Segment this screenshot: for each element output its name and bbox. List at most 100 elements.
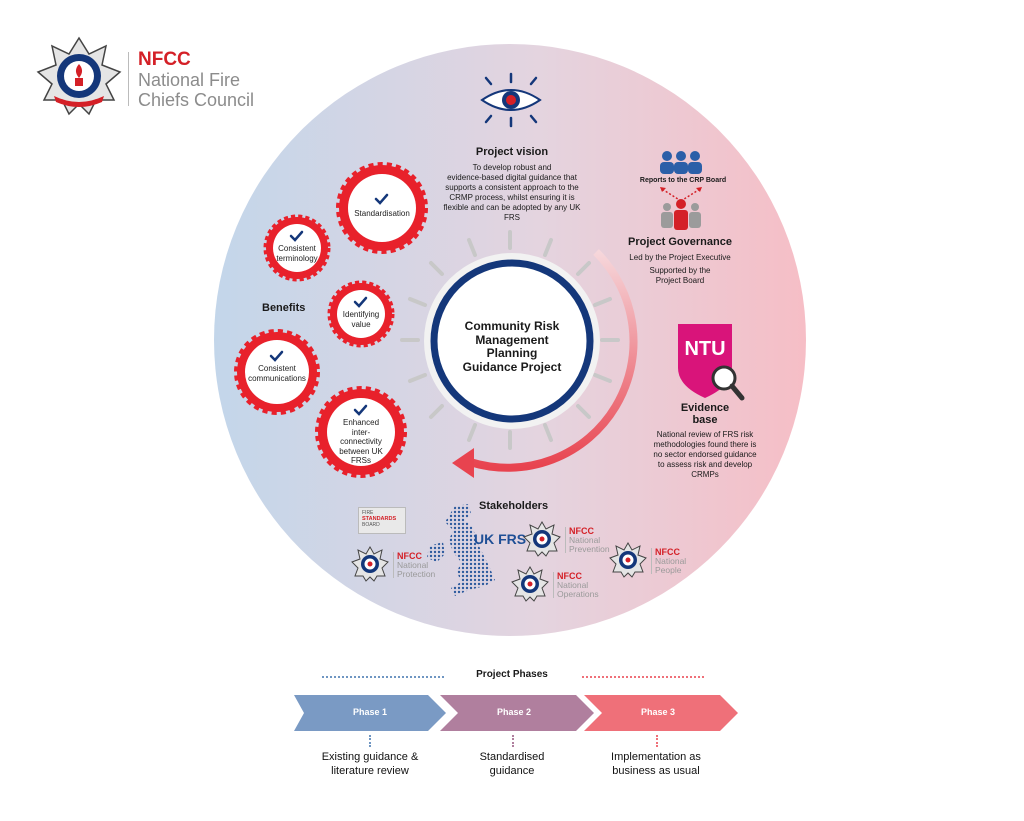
benefit-label-line: Identifying: [342, 310, 380, 319]
evidence-base: Evidence base National review of FRS ris…: [634, 402, 776, 480]
uk-map-icon: [427, 504, 495, 596]
org-abbr: NFCC: [655, 547, 680, 557]
phases-title: Project Phases: [476, 669, 548, 680]
fsb-line: BOARD: [362, 522, 380, 528]
nfcc-crest-icon: [609, 542, 647, 578]
vision-text-line: evidence-based digital guidance that: [447, 173, 577, 182]
evidence-text-line: methodologies found there is: [653, 440, 757, 449]
phase-1-chevron: [294, 695, 446, 731]
governance-text-line: Project Board: [655, 276, 705, 285]
phase-1-label: Phase 1: [352, 707, 388, 717]
benefit-label: Consistent terminology: [272, 244, 322, 263]
evidence-text-line: to assess risk and develop: [657, 460, 753, 469]
benefit-label-line: FRSs: [351, 456, 371, 465]
logo-divider: [128, 52, 129, 106]
cycle-arrow-head: [452, 448, 474, 478]
benefit-label: Standardisation: [354, 209, 410, 218]
benefit-label-line: Consistent: [258, 364, 296, 373]
phase-3-connector: [656, 735, 658, 747]
evidence-text-line: no sector endorsed guidance: [653, 450, 757, 459]
org-abbr: NFCC: [569, 526, 594, 536]
center-title-line: Community Risk: [464, 319, 560, 333]
board-group-icon: [660, 151, 702, 174]
phase-3-label: Phase 3: [640, 707, 676, 717]
benefit-label-line: between UK: [339, 446, 383, 456]
org-name-line: Prevention: [569, 544, 610, 554]
nfcc-logo-text: NFCC National Fire Chiefs Council: [138, 49, 255, 111]
org-name-line: National: [655, 556, 687, 566]
phase-3-chevron: [584, 695, 738, 731]
vision-text-line: CRMP process, whilst ensuring it is: [449, 193, 575, 202]
center-ring: [430, 259, 594, 423]
center-title-line: Guidance Project: [462, 359, 562, 374]
project-governance: Project Governance Led by the Project Ex…: [610, 236, 750, 286]
stakeholders-title: Stakeholders: [479, 500, 549, 512]
ntu-logo-text: NTU: [684, 338, 726, 360]
phases-dotted-line-right: [582, 676, 704, 678]
center-title-line: Management: [475, 332, 549, 347]
phase-description-line: Standardised: [479, 751, 545, 763]
phase-2-chevron: [440, 695, 594, 731]
nfcc-abbr: NFCC: [138, 49, 191, 70]
org-abbr: NFCC: [557, 571, 582, 581]
org-abbr: NFCC: [397, 551, 422, 561]
nfcc-name-line1: National Fire: [138, 70, 241, 90]
project-vision: Project vision To develop robust and evi…: [430, 146, 594, 223]
org-name-line: Protection: [397, 569, 436, 579]
benefit-label-line: connectivity: [340, 437, 382, 446]
benefits-title: Benefits: [262, 302, 306, 314]
org-national-prevention: NFCC National Prevention: [569, 527, 610, 554]
center-title-line: Planning: [486, 346, 538, 360]
governance-title: Project Governance: [628, 236, 732, 248]
phase-description-line: literature review: [331, 765, 409, 777]
org-divider: [553, 572, 554, 598]
org-national-people: NFCC National People: [655, 548, 686, 575]
benefit-label-line: value: [351, 319, 371, 329]
ntu-logo: [678, 324, 745, 401]
benefit-label-line: communications: [248, 373, 306, 383]
org-divider: [565, 527, 566, 553]
org-national-operations: NFCC National Operations: [557, 572, 599, 599]
phase-1-description: Existing guidance & literature review: [300, 750, 440, 778]
vision-text-line: supports a consistent approach to the: [445, 183, 579, 192]
benefit-label: Identifying value: [336, 310, 386, 329]
governance-text-line: Supported by the: [649, 266, 711, 275]
phase-1-connector: [369, 735, 371, 747]
vision-text-line: FRS: [504, 213, 520, 222]
governance-reports: Reports to the CRP Board: [639, 177, 727, 184]
benefit-label-line: terminology: [276, 253, 318, 263]
phase-2-connector: [512, 735, 514, 747]
nfcc-name-line2: Chiefs Council: [138, 90, 255, 110]
phase-description-line: Implementation as: [611, 751, 701, 763]
cycle-arrow: [468, 249, 638, 472]
fsb-line: FIRE: [362, 510, 374, 516]
benefit-label: Enhanced inter- connectivity between UK …: [331, 418, 391, 466]
governance-text-line: Led by the Project Executive: [629, 253, 731, 262]
evidence-text-line: National review of FRS risk: [656, 430, 754, 439]
evidence-title-line: Evidence: [680, 402, 730, 414]
benefit-label-line: inter-: [351, 427, 371, 437]
eye-icon: [480, 72, 542, 128]
benefit-label: Consistent communications: [245, 364, 309, 383]
fire-standards-board-logo: FIRE STANDARDS BOARD: [358, 507, 406, 534]
phases-chevrons: [294, 695, 738, 731]
org-name-line: National: [569, 535, 601, 545]
phase-2-label: Phase 2: [496, 707, 532, 717]
nfcc-crest-icon: [351, 546, 389, 582]
org-name-line: Operations: [557, 589, 599, 599]
team-structure-icon: [660, 187, 702, 230]
phase-3-description: Implementation as business as usual: [586, 750, 726, 778]
nfcc-crest-icon: [523, 521, 561, 557]
fsb-line: STANDARDS: [362, 516, 397, 522]
center-title: Community Risk Management Planning Guida…: [440, 319, 584, 374]
org-name-line: National: [397, 560, 429, 570]
uk-frs-label: UK FRS: [474, 531, 527, 547]
evidence-text-line: CRMPs: [691, 470, 719, 479]
org-name-line: National: [557, 580, 589, 590]
phase-2-description: Standardised guidance: [442, 750, 582, 778]
vision-title: Project vision: [475, 146, 549, 158]
sunburst-rays: [400, 230, 620, 450]
org-name-line: People: [655, 565, 682, 575]
nfcc-crest-icon: [36, 36, 122, 116]
vision-text-line: flexible and can be adopted by any UK: [443, 203, 581, 212]
